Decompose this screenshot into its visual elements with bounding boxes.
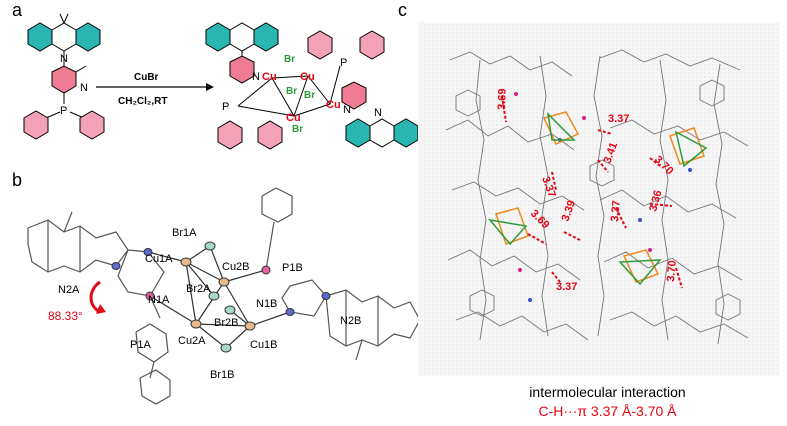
panel-letter-a: a [12, 0, 23, 20]
product-cu-1: Cu [262, 71, 277, 83]
product-br-4: Br [292, 124, 303, 135]
label-n1a: N1A [148, 294, 170, 306]
product-n-acridine-right: N [374, 107, 382, 119]
distance-label-9: 3.37 [609, 200, 623, 222]
product-cu-4: Cu [326, 99, 341, 111]
distance-label-10: 3.37 [556, 281, 577, 293]
packing-network [445, 49, 749, 345]
label-p1b: P1B [282, 262, 303, 274]
angle-arrowhead [96, 304, 106, 314]
conditions-label: CH₂Cl₂,RT [118, 96, 167, 107]
angle-arrow [89, 280, 101, 314]
ortep-atoms [111, 241, 331, 353]
label-n2a: N2A [58, 284, 80, 296]
label-br2b: Br2B [214, 317, 238, 329]
label-p1a: P1A [130, 339, 151, 351]
product-cu-3: Cu [286, 112, 301, 124]
label-cu1b: Cu1B [250, 339, 278, 351]
panel-letter-b: b [12, 170, 23, 190]
ligand-structure: N N P [23, 13, 105, 140]
product-br-2: Br [286, 86, 297, 97]
product-p-left: P [222, 101, 229, 113]
distance-label-11: 3.70 [665, 260, 679, 282]
ligand-phenyl-right [79, 110, 105, 140]
packing-contacts [501, 95, 683, 289]
packing-background [418, 22, 780, 376]
label-cu2b: Cu2B [222, 261, 250, 273]
label-br1b: Br1B [210, 369, 234, 381]
product-structure: P P N Cu Cu Cu Cu Br Br Br Br N [205, 22, 419, 150]
label-n1b: N1B [256, 298, 277, 310]
label-cu1a: Cu1A [145, 253, 173, 265]
dihedral-angle: 88.33° [48, 309, 83, 323]
product-br-1: Br [284, 54, 295, 65]
reagent-label: CuBr [134, 72, 159, 83]
label-br2a: Br2A [186, 283, 211, 295]
product-cu-2: Cu [300, 71, 315, 83]
packing-caption-value: C-H···π 3.37 Å-3.70 Å [538, 403, 677, 419]
distance-label-6: 3.36 [647, 189, 664, 213]
ligand-pyridine [51, 65, 77, 94]
label-br1a: Br1A [172, 227, 197, 239]
ligand-n-pyridine: N [80, 82, 88, 94]
product-br-3: Br [304, 90, 315, 101]
packing-caption-title: intermolecular interaction [529, 384, 686, 400]
ligand-acridine [27, 13, 101, 52]
product-p-right: P [340, 57, 347, 69]
ligand-phenyl-left [23, 110, 49, 140]
distance-label-1: 3.69 [496, 88, 509, 110]
label-cu2a: Cu2A [178, 335, 206, 347]
distance-label-2: 3.37 [608, 113, 629, 125]
panel-letter-c: c [398, 0, 407, 20]
label-n2b: N2B [340, 315, 361, 327]
product-n-left: N [252, 71, 260, 83]
reaction-arrow [96, 83, 214, 91]
packing-cu-clusters [488, 111, 708, 286]
ligand-p: P [60, 105, 67, 117]
product-n-right: N [343, 104, 351, 116]
